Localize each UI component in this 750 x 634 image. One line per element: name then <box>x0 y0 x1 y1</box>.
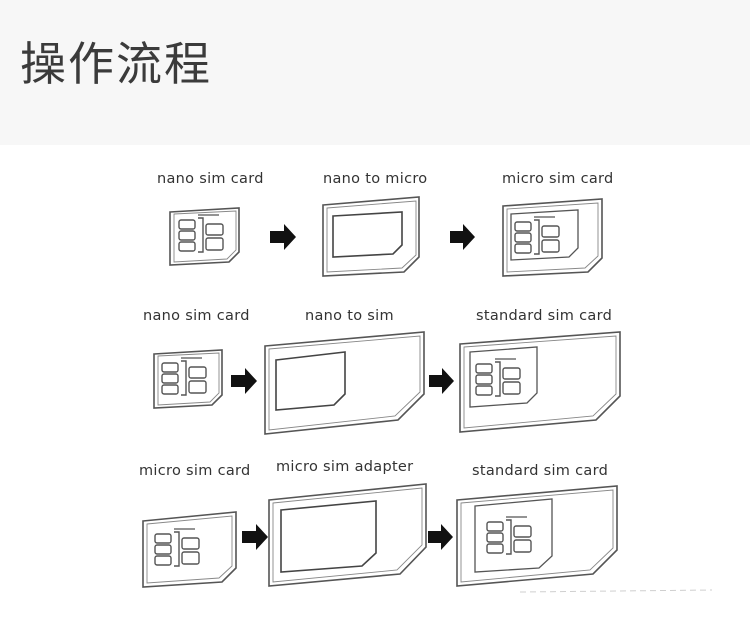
row1-micro-sim-card <box>502 198 603 277</box>
row1-arrow-2 <box>450 224 475 250</box>
row2-standard-sim-card <box>459 331 621 433</box>
row3-label-result: standard sim card <box>472 463 609 479</box>
header-band <box>0 0 750 145</box>
row2-label-result: standard sim card <box>476 308 613 324</box>
row2-arrow-1 <box>231 368 257 394</box>
row2-arrow-2 <box>429 368 454 394</box>
row3-micro-sim-adapter <box>268 483 427 587</box>
row2-nano-sim-card <box>153 349 223 409</box>
row2-nano-to-sim-adapter <box>264 331 425 435</box>
row1-label-result: micro sim card <box>502 171 614 187</box>
row3-standard-sim-card <box>456 485 618 587</box>
row1-nano-sim-card <box>169 207 240 266</box>
row2-label-adapter: nano to sim <box>305 308 394 324</box>
row2-label-source: nano sim card <box>143 308 250 324</box>
row3-micro-sim-card <box>142 511 237 588</box>
row1-label-adapter: nano to micro <box>323 171 428 187</box>
row3-arrow-1 <box>242 524 268 550</box>
page-title: 操作流程 <box>20 37 212 91</box>
baseline-line <box>519 589 713 593</box>
row1-label-source: nano sim card <box>157 171 264 187</box>
row1-arrow-1 <box>270 224 296 250</box>
row1-nano-to-micro-adapter <box>322 196 420 277</box>
row3-label-adapter: micro sim adapter <box>276 459 414 475</box>
row3-label-source: micro sim card <box>139 463 251 479</box>
row3-arrow-2 <box>428 524 453 550</box>
